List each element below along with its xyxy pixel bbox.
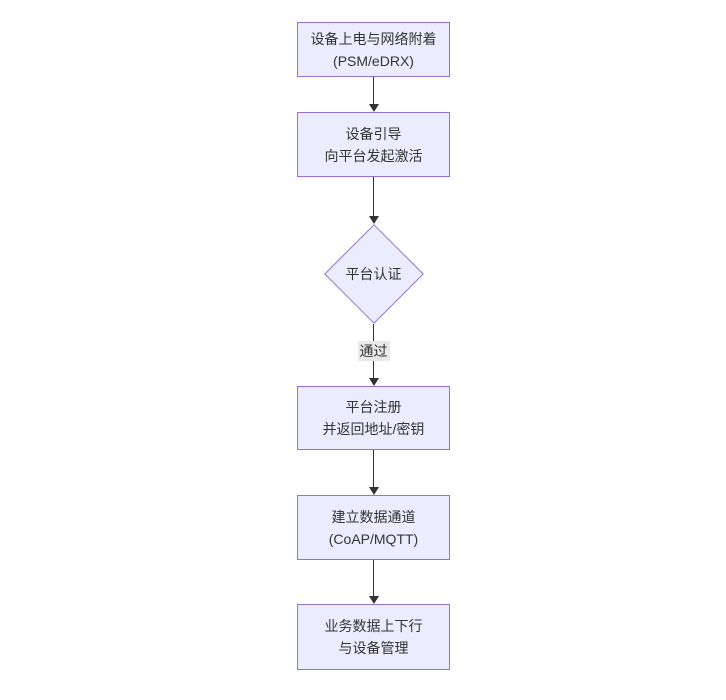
node-platform-auth: 平台认证 xyxy=(323,224,424,324)
diamond-shape xyxy=(323,224,424,324)
flow-arrow-5 xyxy=(297,560,450,604)
node-bootstrap: 设备引导 向平台发起激活 xyxy=(297,112,450,177)
node-bootstrap-line1: 设备引导 xyxy=(345,125,402,142)
arrow-line xyxy=(373,177,374,219)
node-power-attach: 设备上电与网络附着 (PSM/eDRX) xyxy=(297,22,450,77)
flow-arrow-3: 通过 xyxy=(297,324,450,386)
arrow-down-head-icon xyxy=(368,596,379,604)
arrow-down-head-icon xyxy=(368,487,379,495)
node-platform-register: 平台注册 并返回地址/密钥 xyxy=(297,386,450,450)
arrow-line xyxy=(373,77,374,107)
arrow-down-head-icon xyxy=(368,216,379,224)
flow-arrow-4 xyxy=(297,450,450,495)
node-business-data: 业务数据上下行 与设备管理 xyxy=(297,604,450,670)
node-data-channel: 建立数据通道 (CoAP/MQTT) xyxy=(297,495,450,560)
node-business-data-line2: 与设备管理 xyxy=(338,640,409,656)
node-data-channel-line1: 建立数据通道 xyxy=(331,508,416,525)
flow-arrow-1 xyxy=(297,77,450,112)
node-platform-register-line1: 平台注册 xyxy=(345,399,402,415)
node-power-attach-line1: 设备上电与网络附着 xyxy=(310,30,437,47)
node-platform-register-line2: 并返回地址/密钥 xyxy=(322,421,425,437)
arrow-line xyxy=(373,450,374,490)
flow-arrow-2 xyxy=(297,177,450,224)
node-business-data-line1: 业务数据上下行 xyxy=(324,618,423,634)
node-power-attach-line2: (PSM/eDRX) xyxy=(333,52,414,69)
arrow-down-head-icon xyxy=(368,104,379,112)
flowchart: 设备上电与网络附着 (PSM/eDRX) 设备引导 向平台发起激活 平台认证 通… xyxy=(297,22,450,670)
node-bootstrap-line2: 向平台发起激活 xyxy=(324,147,423,164)
arrow-down-head-icon xyxy=(368,378,379,386)
edge-label-pass: 通过 xyxy=(357,341,390,361)
arrow-line xyxy=(373,560,374,599)
node-platform-auth-label: 平台认证 xyxy=(345,266,402,282)
node-data-channel-line2: (CoAP/MQTT) xyxy=(328,530,419,547)
